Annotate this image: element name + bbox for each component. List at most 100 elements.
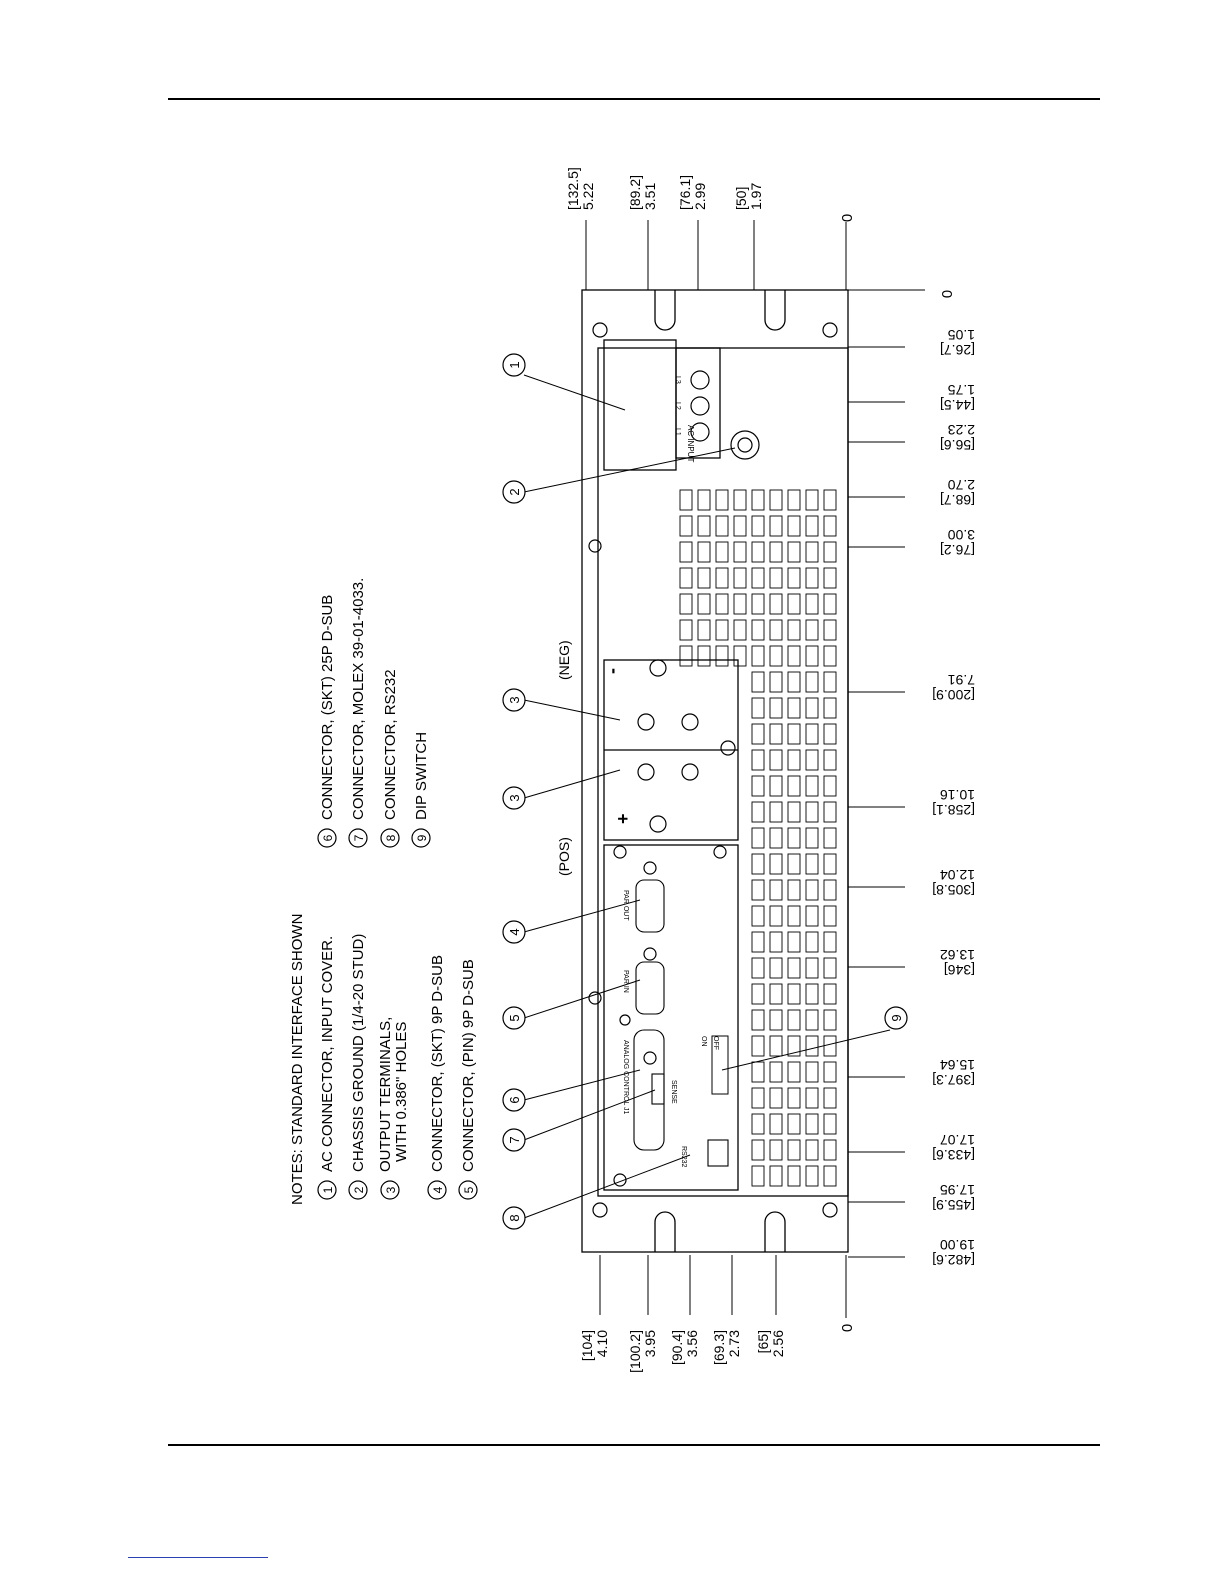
vent-slot bbox=[733, 645, 747, 667]
vent-slot bbox=[805, 697, 819, 719]
dimension-label: [455.9]17.95 bbox=[932, 1182, 975, 1213]
vent-slot bbox=[733, 567, 747, 589]
vent-slot bbox=[733, 489, 747, 511]
analog-control-label: ANALOG CONTROL J1 bbox=[622, 1040, 629, 1115]
dimension-mm: [455.9] bbox=[932, 1197, 975, 1213]
vent-slot bbox=[751, 593, 765, 615]
callout-number: 2 bbox=[507, 488, 522, 495]
vent-slot bbox=[679, 593, 693, 615]
vent-slot bbox=[805, 671, 819, 693]
dimension-mm: [76.1] bbox=[677, 175, 693, 210]
vent-slot bbox=[751, 1087, 765, 1109]
dimension-in: 2.56 bbox=[770, 1330, 786, 1357]
note-6-text: CONNECTOR, (SKT) 25P D-SUB bbox=[319, 595, 336, 820]
vent-slot bbox=[733, 541, 747, 563]
dimension-mm: [132.5] bbox=[565, 167, 581, 210]
vent-slot bbox=[787, 879, 801, 901]
vent-slot bbox=[823, 593, 837, 615]
dimension-in: 7.91 bbox=[948, 672, 975, 688]
dimension-label: [132.5]5.22 bbox=[565, 167, 596, 210]
note-7-num: 7 bbox=[352, 834, 366, 841]
vent-slot bbox=[805, 1087, 819, 1109]
dimension-mm: [44.5] bbox=[940, 397, 975, 413]
note-6: 6 CONNECTOR, (SKT) 25P D-SUB bbox=[317, 595, 337, 848]
vent-slot bbox=[823, 853, 837, 875]
vent-slot bbox=[751, 853, 765, 875]
dimension-in: 2.23 bbox=[948, 422, 975, 438]
vent-slot bbox=[787, 1165, 801, 1187]
vent-slot bbox=[769, 1087, 783, 1109]
vent-slot bbox=[715, 645, 729, 667]
vent-slot bbox=[805, 489, 819, 511]
vent-slot bbox=[805, 515, 819, 537]
dimension-mm: [100.2] bbox=[627, 1330, 643, 1373]
vent-slot bbox=[751, 749, 765, 771]
dimension-mm: [104] bbox=[579, 1330, 595, 1361]
dimension-label: [69.3]2.73 bbox=[711, 1330, 742, 1365]
vent-slot bbox=[805, 957, 819, 979]
vent-slot bbox=[751, 645, 765, 667]
vent-slot bbox=[805, 1165, 819, 1187]
vent-slot bbox=[715, 619, 729, 641]
callout-number: 9 bbox=[889, 1014, 904, 1021]
vent-slot bbox=[823, 1009, 837, 1031]
dimension-annotations: [132.5]5.22[89.2]3.51[76.1]2.99[50]1.97[… bbox=[565, 167, 975, 1373]
note-4: 4 CONNECTOR, (SKT) 9P D-SUB bbox=[427, 955, 447, 1200]
vent-slot bbox=[715, 489, 729, 511]
vent-slot bbox=[679, 645, 693, 667]
vent-slot bbox=[805, 931, 819, 953]
vent-slot bbox=[697, 489, 711, 511]
dimension-in: 1.75 bbox=[948, 382, 975, 398]
vent-slot bbox=[787, 593, 801, 615]
vent-slot bbox=[733, 593, 747, 615]
dimension-in: 3.95 bbox=[642, 1330, 658, 1357]
vent-slot bbox=[715, 515, 729, 537]
note-5-text: CONNECTOR, (PIN) 9P D-SUB bbox=[460, 959, 477, 1172]
vent-slot bbox=[751, 619, 765, 641]
dimension-mm: [482.6] bbox=[932, 1252, 975, 1268]
footer-link-underline bbox=[128, 1557, 268, 1558]
vent-slot bbox=[823, 541, 837, 563]
vent-slot bbox=[823, 957, 837, 979]
vent-slot bbox=[751, 775, 765, 797]
note-8-text: CONNECTOR, RS232 bbox=[382, 669, 399, 820]
dip-off-label: OFF bbox=[712, 1036, 719, 1050]
dimension-in: 3.56 bbox=[684, 1330, 700, 1357]
dimension-label: [258.1]10.16 bbox=[932, 787, 975, 818]
note-1-text: AC CONNECTOR, INPUT COVER. bbox=[319, 936, 336, 1172]
dimension-label: [26.7]1.05 bbox=[940, 327, 975, 358]
dip-switch bbox=[711, 1035, 729, 1095]
vent-slot bbox=[769, 1165, 783, 1187]
vent-slot bbox=[787, 671, 801, 693]
dimension-mm: [200.9] bbox=[932, 687, 975, 703]
dimension-label: [482.6]19.00 bbox=[932, 1237, 975, 1268]
dimension-label: [305.8]12.04 bbox=[932, 867, 975, 898]
vent-slot bbox=[769, 905, 783, 927]
vent-slot bbox=[823, 489, 837, 511]
dimension-in: 5.22 bbox=[580, 183, 596, 210]
vent-slot bbox=[751, 697, 765, 719]
vent-slot bbox=[805, 801, 819, 823]
vent-slot bbox=[787, 515, 801, 537]
dimension-label: [397.3]15.64 bbox=[932, 1057, 975, 1088]
vent-slot bbox=[697, 645, 711, 667]
note-1: 1 AC CONNECTOR, INPUT COVER. bbox=[317, 936, 337, 1200]
vent-slot bbox=[697, 593, 711, 615]
note-5: 5 CONNECTOR, (PIN) 9P D-SUB bbox=[458, 959, 478, 1200]
vent-slot bbox=[751, 931, 765, 953]
callout-number: 1 bbox=[507, 361, 522, 368]
vent-slot bbox=[787, 1139, 801, 1161]
vent-slot bbox=[751, 671, 765, 693]
callout-circle bbox=[502, 688, 526, 712]
callout-number: 6 bbox=[507, 1096, 522, 1103]
note-3: 3 OUTPUT TERMINALS, WITH 0.386" HOLES bbox=[377, 1017, 410, 1200]
note-3-text-line2: WITH 0.386" HOLES bbox=[393, 1022, 410, 1162]
note-2-text: CHASSIS GROUND (1/4-20 STUD) bbox=[350, 934, 367, 1172]
vent-slot bbox=[823, 515, 837, 537]
note-8: 8 CONNECTOR, RS232 bbox=[380, 669, 400, 848]
callout-circle bbox=[502, 353, 526, 377]
vent-slot bbox=[697, 567, 711, 589]
note-6-num: 6 bbox=[321, 834, 335, 841]
vent-slot bbox=[787, 1061, 801, 1083]
